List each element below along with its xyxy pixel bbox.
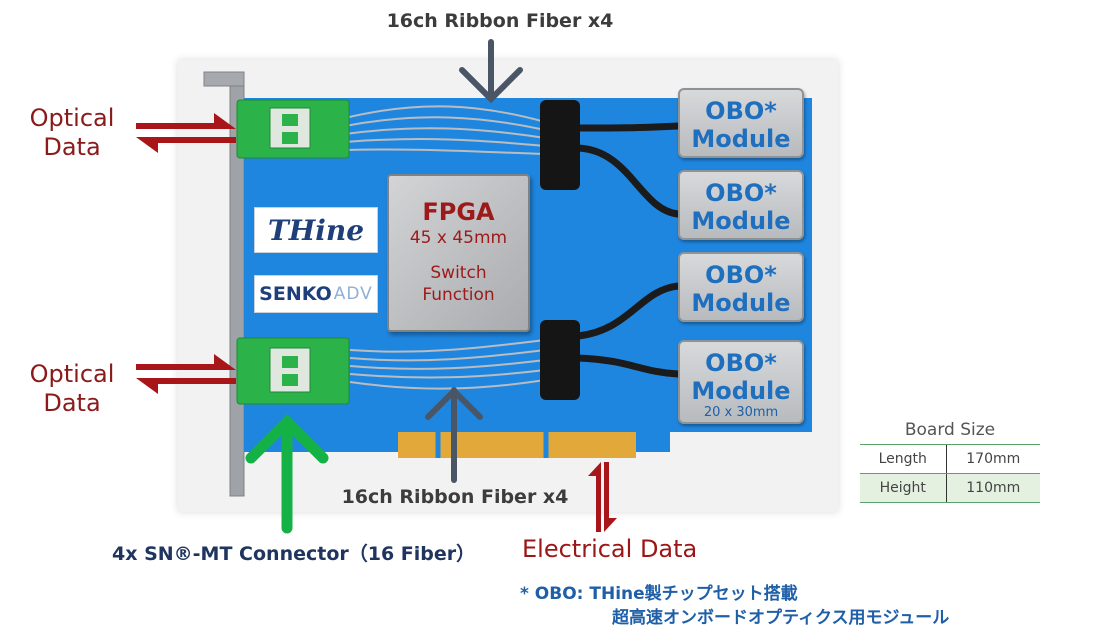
fpga-function: Switch Function — [389, 262, 528, 306]
board-size-title: Board Size — [860, 420, 1040, 445]
fpga-function-line2: Function — [422, 285, 495, 305]
ribbon-arrow-bottom — [425, 386, 483, 483]
sn-mt-connector-top — [236, 99, 350, 159]
obo-module-4-line1: OBO* — [705, 349, 777, 377]
finger-slots — [435, 432, 549, 458]
ribbon-arrow-top — [459, 39, 523, 104]
obo-module-1: OBO* Module — [678, 88, 804, 158]
board-size-label: Height — [860, 473, 947, 503]
optical-arrow-top — [136, 113, 236, 153]
senko-logo: SENKO ADV — [254, 275, 378, 313]
optical-top-line2: Data — [43, 133, 101, 161]
fiber-ribbons-bottom — [349, 339, 546, 390]
black-cables — [574, 122, 682, 378]
optical-data-label-top: Optical Data — [18, 104, 126, 162]
fiber-clamp-top — [540, 100, 580, 190]
obo-module-2: OBO* Module — [678, 170, 804, 240]
footnote-line2: 超高速オンボードオプティクス用モジュール — [612, 608, 950, 628]
fpga-size: 45 x 45mm — [409, 228, 508, 248]
obo-module-1-line1: OBO* — [705, 97, 777, 125]
obo-module-3-line2: Module — [691, 289, 791, 317]
footnote-line1: * OBO: THine製チップセット搭載 — [520, 584, 798, 604]
fiber-ribbons-top — [344, 105, 546, 155]
fpga-chip: FPGA 45 x 45mm Switch Function — [387, 174, 530, 332]
obo-footnote: * OBO: THine製チップセット搭載 超高速オンボードオプティクス用モジュ… — [520, 582, 949, 630]
sn-mt-connector-bottom — [236, 337, 350, 405]
obo-module-4: OBO* Module 20 x 30mm — [678, 340, 804, 424]
obo-module-2-line1: OBO* — [705, 179, 777, 207]
optical-bottom-line1: Optical — [29, 360, 115, 388]
board-size-value: 170mm — [946, 445, 1040, 474]
gold-fingers — [398, 432, 636, 458]
obo-module-4-line2: Module — [691, 377, 791, 405]
board-size-table: Board Size Length 170mm Height 110mm — [860, 420, 1040, 503]
electrical-data-label: Electrical Data — [522, 535, 698, 563]
board-size-value: 110mm — [946, 473, 1040, 503]
thine-logo-text: THine — [267, 213, 365, 247]
optical-bottom-line2: Data — [43, 389, 101, 417]
connector-arrow — [245, 414, 329, 534]
obo-module-3: OBO* Module — [678, 252, 804, 322]
board-size-row: Length 170mm — [860, 445, 1040, 474]
obo-module-3-line1: OBO* — [705, 261, 777, 289]
board-size-rows: Length 170mm Height 110mm — [860, 445, 1040, 503]
fiber-clamp-bottom — [540, 320, 580, 400]
senko-logo-text: SENKO — [259, 283, 332, 305]
optical-data-label-bottom: Optical Data — [18, 360, 126, 418]
pcb-bottom-tab-right — [636, 432, 670, 452]
optical-top-line1: Optical — [29, 104, 115, 132]
board-size-label: Length — [860, 445, 947, 474]
obo-module-1-line2: Module — [691, 125, 791, 153]
pcb-bottom-tab-left — [356, 432, 398, 452]
bracket-tab — [203, 71, 245, 87]
electrical-arrow — [588, 462, 617, 532]
fpga-function-line1: Switch — [430, 263, 487, 283]
top-fiber-label: 16ch Ribbon Fiber x4 — [386, 10, 614, 32]
thine-logo: THine — [254, 207, 378, 253]
obo-module-2-line2: Module — [691, 207, 791, 235]
obo-module-size: 20 x 30mm — [703, 405, 779, 420]
board-size-row: Height 110mm — [860, 473, 1040, 503]
optical-arrow-bottom — [136, 354, 236, 394]
bottom-fiber-label: 16ch Ribbon Fiber x4 — [341, 486, 569, 508]
senko-logo-suffix: ADV — [333, 284, 373, 304]
connector-label: 4x SN®-MT Connector（16 Fiber） — [112, 543, 476, 565]
fpga-title: FPGA — [422, 198, 495, 226]
